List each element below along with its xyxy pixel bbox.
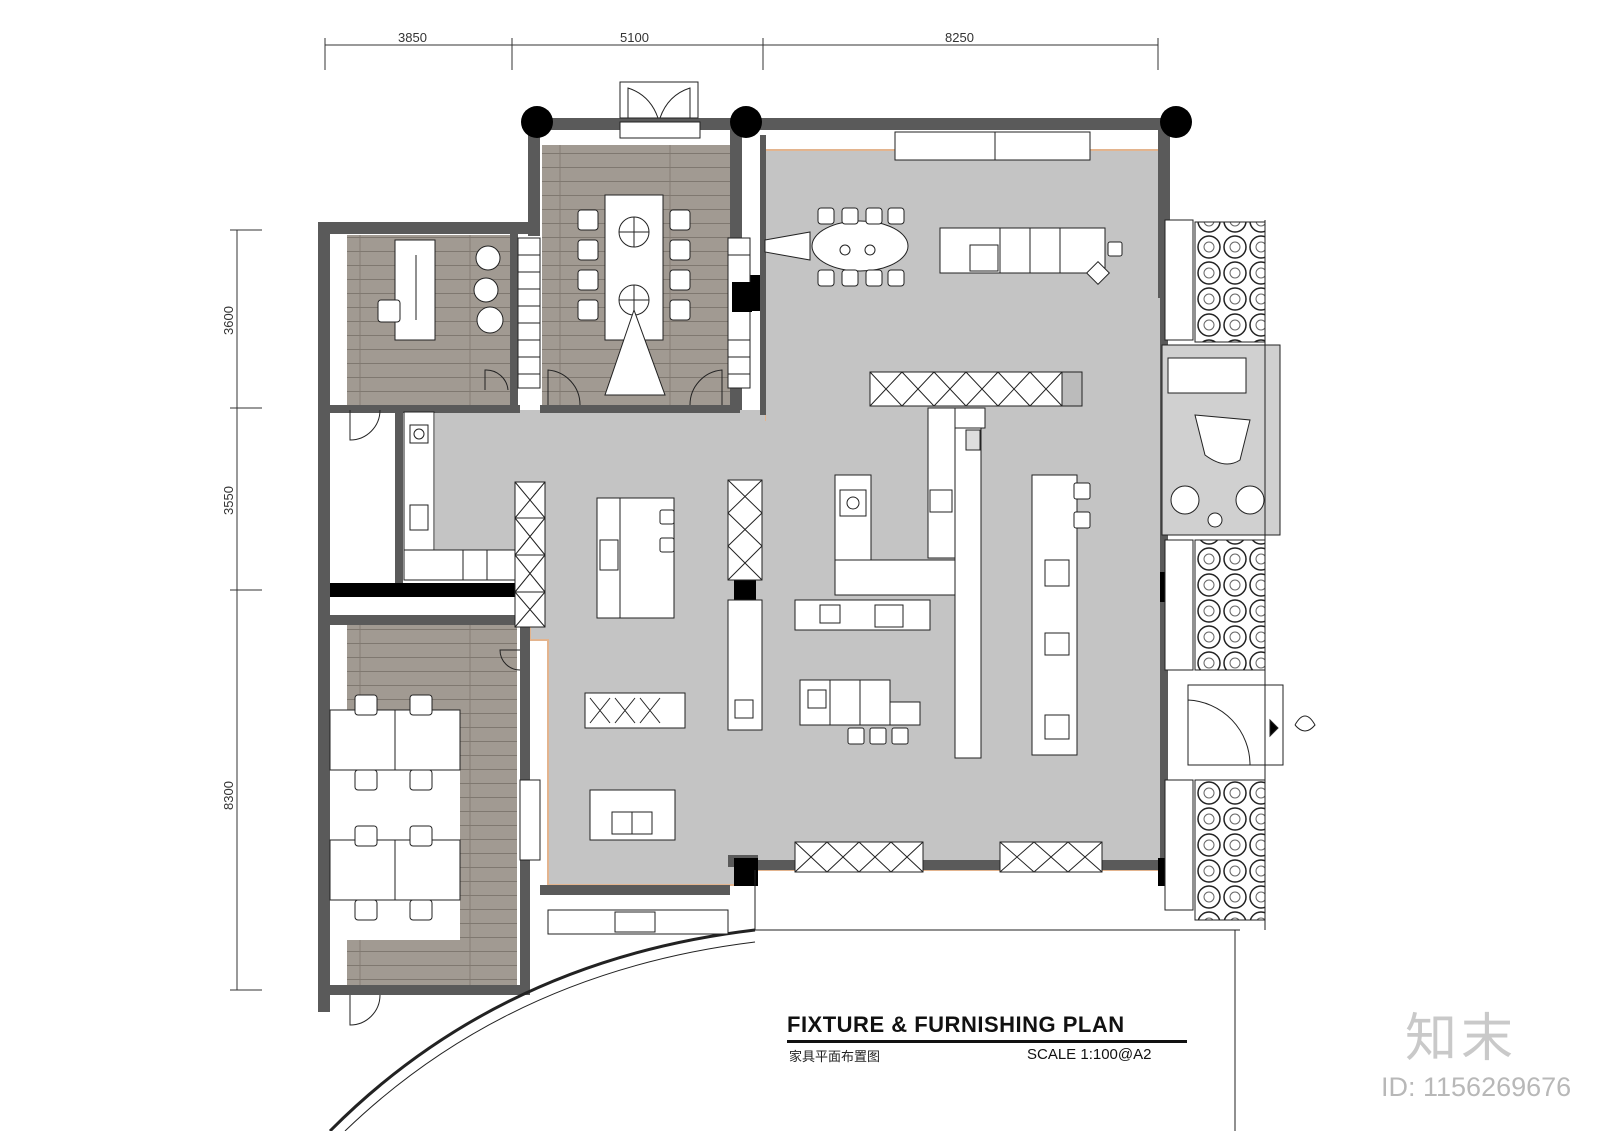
watermark-logo: 知末 <box>1405 1009 1518 1069</box>
dimension-label: 3600 <box>221 306 236 335</box>
showroom-fixtures <box>547 131 1123 935</box>
top-door <box>619 81 701 139</box>
meeting-shelves <box>517 237 751 389</box>
dimension-label: 5100 <box>620 30 649 45</box>
dimension-label: 3550 <box>221 486 236 515</box>
pillar <box>730 106 762 138</box>
watermark-id: ID: 1156269676 <box>1381 1072 1572 1102</box>
right-terrace <box>1161 219 1316 930</box>
corridor-kitchen <box>349 409 546 628</box>
dimension-label: 8250 <box>945 30 974 45</box>
office-desk <box>377 239 509 391</box>
lower-office-desks <box>329 649 541 1026</box>
pillar <box>1160 106 1192 138</box>
meeting-shelf-lines <box>518 254 750 375</box>
meeting-chairs <box>577 209 691 321</box>
pillar <box>734 858 758 886</box>
meeting-table <box>604 194 666 396</box>
meeting-doors <box>547 369 723 406</box>
pillar <box>521 106 553 138</box>
plan-scale: SCALE 1:100@A2 <box>1027 1046 1152 1063</box>
plan-title: FIXTURE & FURNISHING PLAN <box>787 1012 1125 1037</box>
pillar <box>734 575 756 603</box>
curved-facade <box>328 870 1240 1131</box>
dimension-label: 3850 <box>398 30 427 45</box>
plan-subtitle: 家具平面布置图 <box>789 1050 881 1065</box>
title-underline <box>787 1040 1187 1043</box>
dimension-lines <box>230 38 1159 991</box>
tv-screen <box>732 282 752 312</box>
dimension-label: 8300 <box>221 781 236 810</box>
